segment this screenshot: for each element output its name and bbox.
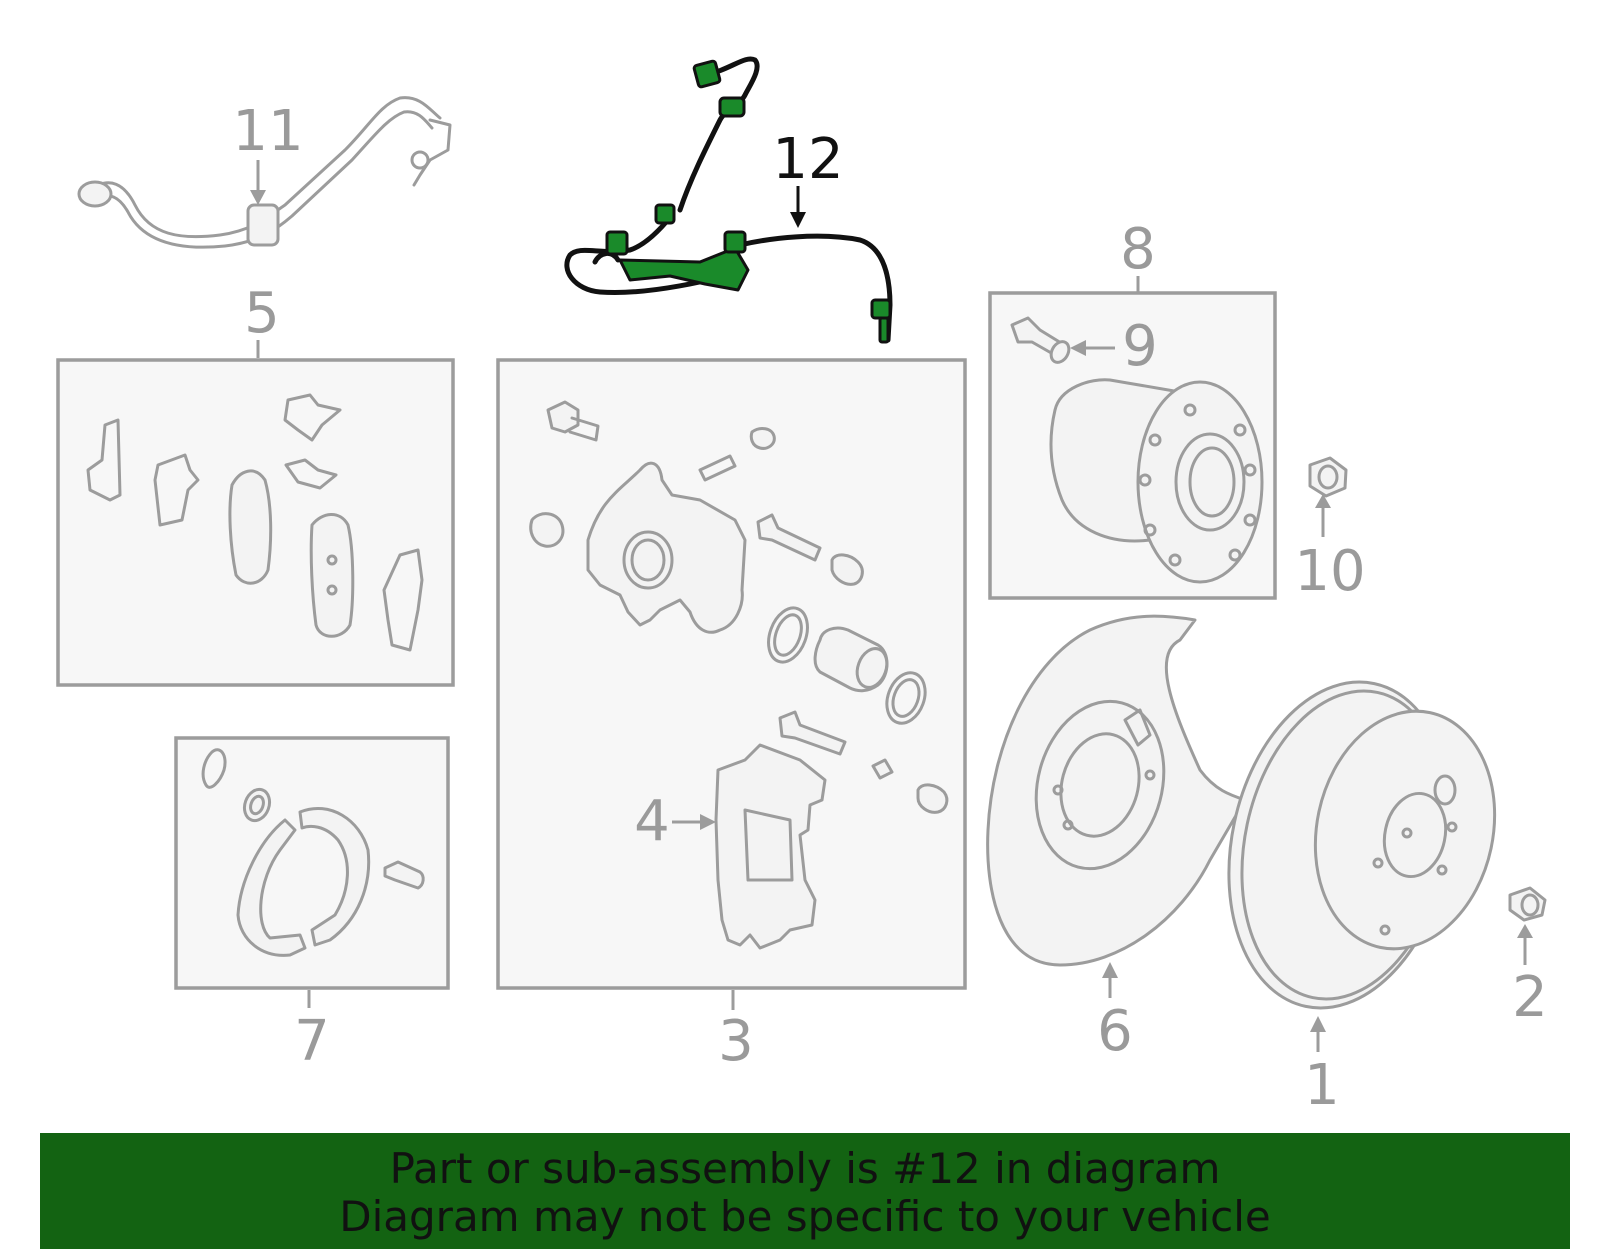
dust-shield-part-6[interactable] bbox=[986, 614, 1247, 967]
abs-sensor-harness-part-12[interactable] bbox=[564, 56, 893, 344]
banner-vehicle-disclaimer: Diagram may not be specific to your vehi… bbox=[339, 1192, 1271, 1241]
parking-brake-components bbox=[201, 748, 425, 957]
rotor-fastener-part-2[interactable] bbox=[1508, 886, 1547, 922]
brake-rotor-part-1[interactable] bbox=[1200, 661, 1516, 1029]
callout-8: 8 bbox=[1120, 217, 1156, 282]
parking-brake-shoe-box-7[interactable] bbox=[174, 736, 450, 990]
caliper-components bbox=[529, 400, 949, 950]
callout-11: 11 bbox=[232, 99, 303, 164]
hub-bearing-components bbox=[1010, 316, 1264, 584]
hub-nut-part-10[interactable] bbox=[1308, 456, 1348, 498]
callout-12: 12 bbox=[772, 127, 843, 192]
callout-4: 4 bbox=[634, 789, 670, 854]
callout-7: 7 bbox=[294, 1009, 330, 1074]
banner-part-note: Part or sub-assembly is #12 in diagram bbox=[389, 1144, 1221, 1193]
fitment-notice-banner: Part or sub-assembly is #12 in diagram D… bbox=[40, 1133, 1570, 1249]
callout-10: 10 bbox=[1294, 539, 1365, 604]
callout-6: 6 bbox=[1097, 999, 1133, 1064]
callout-3: 3 bbox=[718, 1009, 754, 1074]
brake-pad-components bbox=[86, 393, 424, 652]
brake-hose-part-11[interactable] bbox=[77, 96, 452, 249]
callout-9: 9 bbox=[1122, 314, 1158, 379]
callout-5: 5 bbox=[244, 281, 280, 346]
callout-1: 1 bbox=[1304, 1053, 1340, 1118]
callout-2: 2 bbox=[1512, 965, 1548, 1030]
